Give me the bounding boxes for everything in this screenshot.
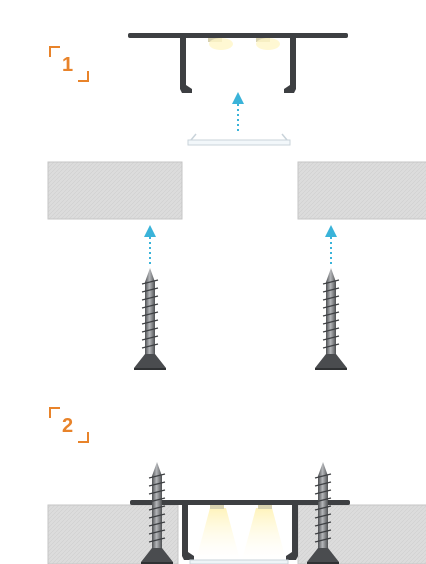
led-light-icon	[209, 38, 233, 50]
assembled-view	[47, 461, 426, 564]
screw-icon	[314, 267, 348, 371]
up-arrow-icon	[324, 224, 338, 266]
profile-top-view	[128, 33, 348, 93]
step-2-number: 2	[62, 415, 74, 437]
step-1-number: 1	[62, 54, 74, 76]
screw-icon	[133, 267, 167, 371]
mounting-surface-left	[47, 161, 183, 220]
diffuser-cover	[187, 133, 291, 146]
up-arrow-icon	[231, 91, 245, 133]
mounting-surface-right	[297, 161, 426, 220]
up-arrow-icon	[143, 224, 157, 266]
